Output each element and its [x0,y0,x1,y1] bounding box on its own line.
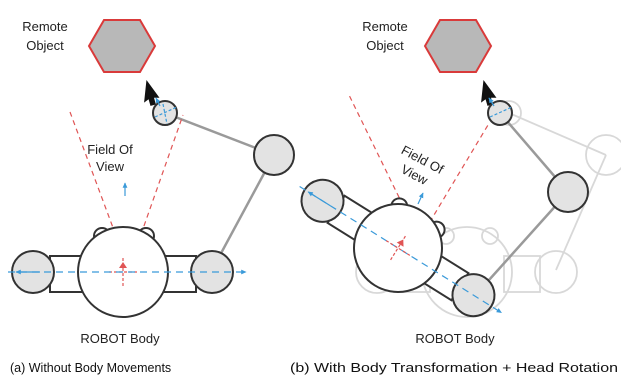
elbow-joint [253,134,295,176]
robot-body [11,226,234,318]
caption-a: (a) Without Body Movements [10,361,171,375]
caption-b: (b) With Body Transformation + Head Rota… [290,361,618,375]
panel-b: Remote Object Field Of View [290,19,621,375]
field-of-view-label-line-2: View [96,159,125,174]
fov-line-right [131,114,184,261]
cursor-arrow-icon [481,79,497,106]
arm-link-lower [210,154,276,271]
arm-link-lower [479,191,569,291]
remote-object-label-line-1: Remote [362,19,408,34]
robot-body-label: ROBOT Body [80,331,160,346]
robot-body-label: ROBOT Body [415,331,495,346]
hexagon-icon [87,19,157,73]
cursor-arrow-icon [144,79,160,106]
hexagon-icon [423,19,493,73]
field-of-view-label-line-1: Field Of [87,142,133,157]
fov-line-left [348,94,416,231]
remote-object-label-line-2: Object [26,38,64,53]
body-axis [299,186,502,314]
remote-object-label-line-1: Remote [22,19,68,34]
elbow-joint [547,171,589,213]
remote-object-label-line-2: Object [366,38,404,53]
head-joint-axis [154,106,178,118]
robot-body [299,178,502,318]
fov-line-right [424,124,489,231]
field-of-view-label: Field Of View [399,142,447,188]
panel-a: Remote Object Field Of View [8,19,295,375]
